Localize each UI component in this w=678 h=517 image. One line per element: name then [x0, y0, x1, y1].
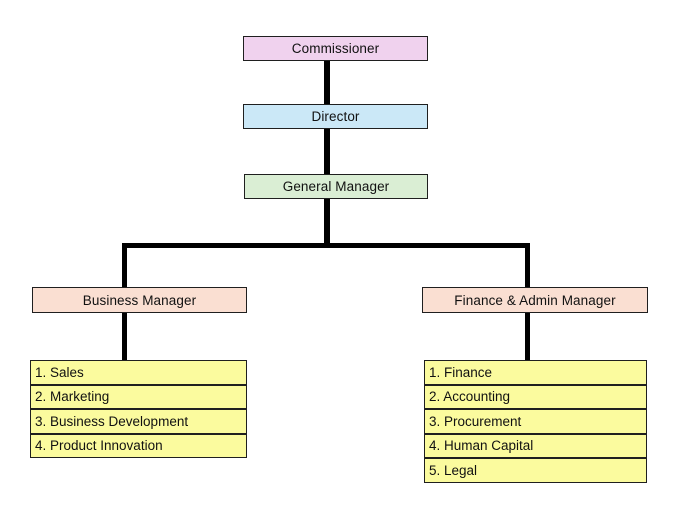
finance-department-list: 1. Finance 2. Accounting 3. Procurement …	[424, 360, 647, 483]
list-item-legal: 5. Legal	[424, 458, 647, 483]
list-item-accounting: 2. Accounting	[424, 384, 647, 409]
list-item-product-innovation: 4. Product Innovation	[30, 433, 247, 458]
list-item-marketing: 2. Marketing	[30, 384, 247, 409]
connector-finance-admin-manager-list	[525, 312, 530, 361]
node-business-manager: Business Manager	[32, 287, 247, 313]
connector-drop-business-manager	[122, 247, 127, 288]
connector-director-general-manager	[324, 128, 330, 175]
node-director: Director	[243, 104, 428, 129]
node-commissioner: Commissioner	[243, 36, 428, 61]
connector-commissioner-director	[324, 59, 330, 105]
connector-general-manager-tee	[324, 198, 330, 244]
business-department-list: 1. Sales 2. Marketing 3. Business Develo…	[30, 360, 247, 458]
node-general-manager: General Manager	[244, 174, 428, 199]
list-item-business-development: 3. Business Development	[30, 409, 247, 434]
list-item-sales: 1. Sales	[30, 360, 247, 385]
connector-horizontal-bar	[122, 243, 530, 248]
node-finance-admin-manager: Finance & Admin Manager	[422, 287, 648, 313]
list-item-human-capital: 4. Human Capital	[424, 433, 647, 458]
list-item-finance: 1. Finance	[424, 360, 647, 385]
connector-drop-finance-admin-manager	[525, 247, 530, 288]
connector-business-manager-list	[122, 312, 127, 361]
list-item-procurement: 3. Procurement	[424, 409, 647, 434]
